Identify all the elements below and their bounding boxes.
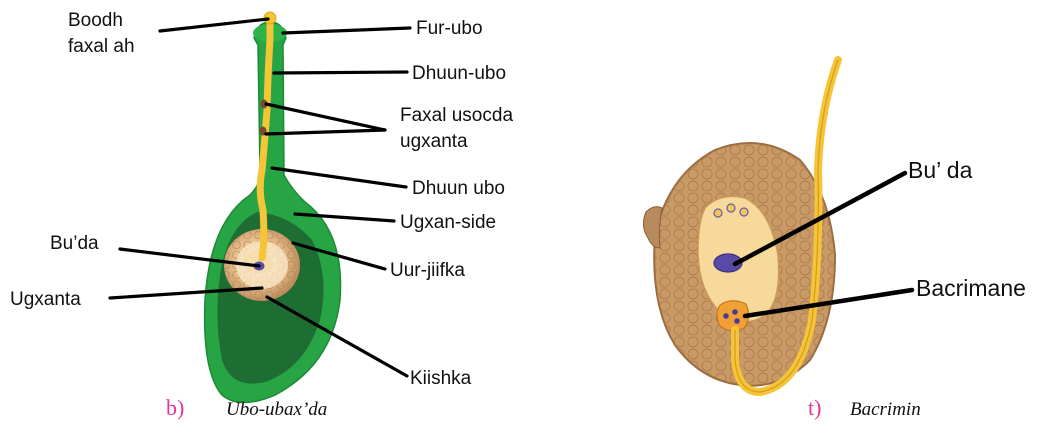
label-dhuun-ubo: Dhuun ubo [412, 178, 505, 199]
label-boodh-line1: Boodh [68, 10, 123, 31]
caption-left-text: Ubo-ubax’da [226, 399, 327, 420]
label-fur-ubo: Fur-ubo [416, 18, 483, 39]
label-kiishka: Kiishka [410, 368, 472, 389]
label-uur-jiifka: Uur-jiifka [390, 260, 465, 281]
pistil-diagram [205, 12, 341, 403]
label-faxal-line1: Faxal usocda [400, 105, 513, 126]
label-ugxanta: Ugxanta [10, 289, 81, 310]
label-bu-da-right: Bu’ da [908, 157, 973, 183]
right-labels: Bu’ da Bacrimane [908, 157, 1026, 301]
caption-right-letter: t) [808, 395, 821, 420]
caption-right-text: Bacrimin [850, 399, 921, 420]
label-boodh-line2: faxal ah [68, 36, 135, 57]
label-bacrimane: Bacrimane [916, 275, 1026, 301]
label-ugxan-side: Ugxan-side [400, 212, 496, 233]
caption-right: t) Bacrimin [808, 395, 921, 420]
caption-left: b) Ubo-ubax’da [166, 395, 327, 420]
caption-left-letter: b) [166, 395, 184, 420]
label-dhuun-ubo-top: Dhuun-ubo [412, 63, 506, 84]
label-bu-da-left: Bu’da [50, 233, 99, 254]
seed-wing [643, 207, 662, 248]
label-faxal-line2: ugxanta [400, 131, 468, 152]
